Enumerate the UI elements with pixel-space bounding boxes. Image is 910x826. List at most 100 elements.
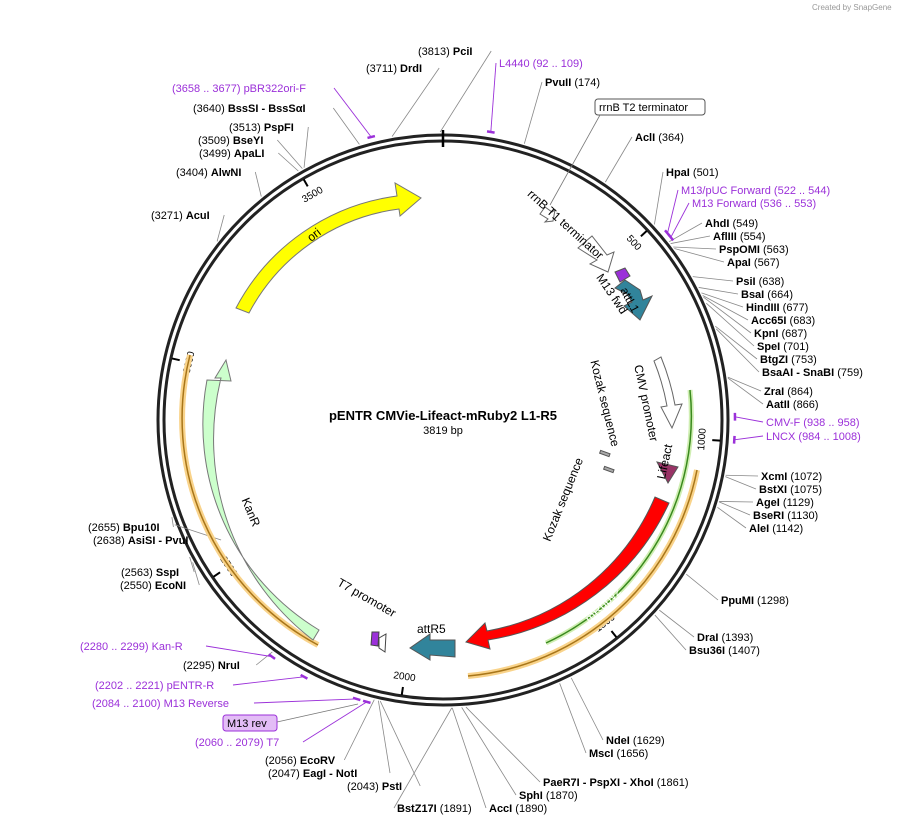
site-leader-line [725, 476, 757, 490]
site-coord: (687) [778, 328, 807, 340]
svg-text:BtgZI (753): BtgZI (753) [760, 354, 817, 366]
tick-mark-500 [640, 230, 648, 238]
site-labels: (3813) PciI(3711) DrdI PvuII (174) AclI … [88, 46, 863, 815]
attr5-arrow [409, 633, 456, 661]
site-leader-line [605, 136, 633, 183]
svg-text:AclI (364): AclI (364) [635, 132, 684, 144]
site-label: (3404) AlwNI [176, 167, 241, 179]
site-coord: (1656) [613, 748, 648, 760]
site-name: NdeI [606, 735, 630, 747]
site-name: AatII [766, 399, 790, 411]
feature-label-kozak-2: Kozak sequence [540, 455, 586, 543]
feature-label-rrnb-t1: rrnB T1 terminator [525, 187, 607, 262]
tick-mark-1000 [712, 439, 721, 442]
site-leader-line [570, 677, 604, 741]
site-name: AleI [749, 523, 769, 535]
site-coord: (174) [571, 77, 600, 89]
primer-leader-line [734, 416, 764, 423]
feature-label-kozak-1: Kozak sequence [587, 359, 622, 449]
site-name: AgeI [756, 497, 780, 509]
site-name: Acc65I [751, 315, 786, 327]
tick-mark-2000 [400, 686, 404, 696]
svg-text:PspOMI (563): PspOMI (563) [719, 244, 789, 256]
site-leader-line [254, 171, 262, 197]
svg-text:BstXI (1075): BstXI (1075) [759, 484, 822, 496]
svg-text:(3513) PspFI: (3513) PspFI [229, 122, 294, 134]
site-name: PciI [453, 46, 473, 58]
site-coord: (3640) [193, 103, 228, 115]
rrnb-t1-arrow [577, 235, 615, 273]
svg-text:(3509) BseYI: (3509) BseYI [198, 135, 263, 147]
site-leader-line [715, 328, 760, 373]
primer-name: L4440 [499, 58, 533, 70]
site-name: BsaI [741, 289, 764, 301]
site-coord: (3513) [229, 122, 264, 134]
svg-text:HindIII (677): HindIII (677) [746, 302, 808, 314]
svg-text:PvuII (174): PvuII (174) [545, 77, 600, 89]
primer-range: (2202 .. 2221) [95, 680, 167, 692]
m13-rev-box [222, 714, 278, 732]
feature-label-t7-promoter: T7 promoter [335, 575, 399, 620]
site-name: AlwNI [211, 167, 242, 179]
primer-label: (2280 .. 2299) Kan-R [80, 641, 183, 653]
site-name: EagI - NotI [303, 768, 357, 780]
svg-text:Acc65I (683): Acc65I (683) [751, 315, 815, 327]
primer-name: M13 Reverse [164, 698, 229, 710]
site-label: HindIII (677) [746, 302, 808, 314]
svg-text:KpnI (687): KpnI (687) [754, 328, 807, 340]
m13-rev-leader [276, 703, 359, 723]
site-name: AcuI [186, 210, 210, 222]
svg-text:AatII (866): AatII (866) [766, 399, 819, 411]
site-coord: (1130) [784, 510, 818, 522]
site-leader-line [465, 706, 541, 783]
site-label: MscI (1656) [589, 748, 648, 760]
site-coord: (1870) [543, 790, 578, 802]
tick-mark-1500 [610, 630, 618, 638]
site-coord: (683) [786, 315, 815, 327]
site-label: (2655) Bpu10I [88, 522, 160, 534]
site-label: (2563) SspI [121, 567, 179, 579]
site-label: AgeI (1129) [756, 497, 814, 509]
primer-range: (2084 .. 2100) [92, 698, 164, 710]
site-name: BseYI [233, 135, 264, 147]
svg-text:BstZ17I (1891): BstZ17I (1891) [397, 803, 472, 815]
site-label: BseRI (1130) [753, 510, 818, 522]
primer-name: M13/pUC Forward [681, 185, 774, 197]
site-label: KpnI (687) [754, 328, 807, 340]
site-coord: (2563) [121, 567, 156, 579]
svg-text:BseRI (1130): BseRI (1130) [753, 510, 818, 522]
mruby-extent-line [467, 469, 698, 677]
svg-text:HpaI (501): HpaI (501) [666, 167, 719, 179]
site-leader-line [343, 699, 375, 761]
snapgene-credit: Created by SnapGene [812, 3, 892, 12]
site-name: BstZ17I [397, 803, 437, 815]
primer-label: L4440 (92 .. 109) [499, 58, 583, 70]
site-label: PvuII (174) [545, 77, 600, 89]
primer-leader-line [302, 701, 368, 743]
svg-text:(2295) NruI: (2295) NruI [183, 660, 240, 672]
site-label: SphI (1870) [519, 790, 578, 802]
svg-text:(2655) Bpu10I: (2655) Bpu10I [88, 522, 160, 534]
site-name: XcmI [761, 471, 787, 483]
site-name: AclI [635, 132, 655, 144]
svg-text:ApaI (567): ApaI (567) [727, 257, 780, 269]
site-name: NruI [218, 660, 240, 672]
site-leader-line [702, 295, 749, 321]
svg-text:PsiI (638): PsiI (638) [736, 276, 784, 288]
site-coord: (3404) [176, 167, 211, 179]
site-coord: (2043) [347, 781, 382, 793]
site-leader-line [686, 573, 719, 601]
feature-label-cmv-promoter: CMV promoter [631, 363, 661, 442]
site-name: KpnI [754, 328, 778, 340]
t7-promoter-arrow [378, 633, 387, 653]
svg-text:SpeI (701): SpeI (701) [757, 341, 809, 353]
primer-name: M13 Forward [692, 198, 760, 210]
primer-site-mark [367, 134, 376, 140]
svg-text:MscI (1656): MscI (1656) [589, 748, 648, 760]
site-leader-line [192, 562, 200, 586]
site-leader-line [715, 325, 758, 360]
site-label: (3813) PciI [418, 46, 472, 58]
site-leader-line [727, 377, 764, 405]
site-coord: (2295) [183, 660, 218, 672]
site-coord: (1129) [780, 497, 814, 509]
